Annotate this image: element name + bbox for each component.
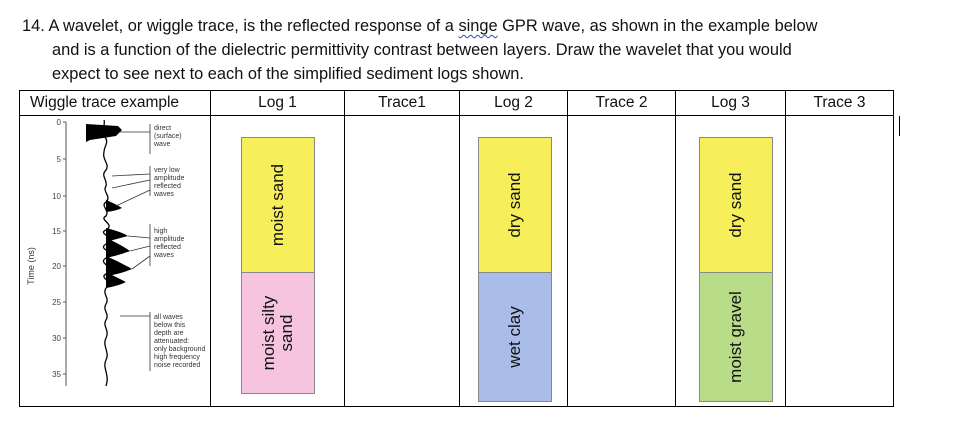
header-trace-1: Trace1 — [344, 90, 460, 116]
note-atten-3: depth are — [154, 330, 184, 337]
wiggle-example-cell: Time (ns) 0 5 10 15 20 25 30 35 — [19, 115, 211, 407]
tick-20: 20 — [52, 262, 61, 271]
log-3-bottom-layer: moist gravel — [699, 272, 773, 402]
note-low-3: reflected — [154, 183, 181, 190]
tick-0: 0 — [57, 118, 62, 127]
note-low-1: very low — [154, 167, 181, 174]
text-cursor — [899, 116, 900, 136]
annotations: direct (surface) wave very low amplitude… — [153, 125, 205, 369]
direct-wave-peak — [86, 124, 122, 142]
note-low-2: amplitude — [154, 175, 184, 182]
lobe-3 — [106, 256, 132, 276]
question-line-1-start: A wavelet, or wiggle trace, is the refle… — [48, 17, 459, 35]
note-high-3: reflected — [154, 244, 181, 251]
note-high-1: high — [154, 228, 167, 235]
tick-15: 15 — [52, 227, 61, 236]
log-3-top-label: dry sand — [726, 172, 745, 238]
log-1-bottom-layer: moist silty sand — [241, 272, 315, 394]
note-direct-1: direct — [154, 125, 171, 132]
lobe-2 — [106, 238, 130, 258]
note-atten-4: attenuated: — [154, 338, 189, 345]
lobe-5 — [106, 200, 122, 212]
log-2-top-label: dry sand — [505, 172, 524, 238]
question-text: 14. A wavelet, or wiggle trace, is the r… — [22, 14, 922, 86]
header-log-3: Log 3 — [675, 90, 786, 116]
tick-5: 5 — [57, 155, 62, 164]
note-high-4: waves — [153, 252, 174, 259]
time-axis-label: Time (ns) — [26, 247, 36, 285]
log-3-bottom-label: moist gravel — [726, 291, 745, 383]
note-high-2: amplitude — [154, 236, 184, 243]
question-line-1: 14. A wavelet, or wiggle trace, is the r… — [22, 14, 922, 38]
lobe-1 — [106, 228, 128, 242]
note-atten-7: noise recorded — [154, 362, 200, 369]
header-wiggle-example: Wiggle trace example — [19, 90, 211, 116]
log-2-bottom-label: wet clay — [505, 306, 524, 368]
note-atten-2: below this — [154, 322, 186, 329]
spelling-error-word[interactable]: singe — [458, 17, 498, 35]
header-row: Wiggle trace example Log 1 Trace1 Log 2 … — [19, 90, 894, 116]
annotation-lines — [111, 124, 151, 371]
question-line-3: expect to see next to each of the simpli… — [52, 65, 524, 83]
log-3-top-layer: dry sand — [699, 137, 773, 273]
tick-10: 10 — [52, 192, 61, 201]
note-low-4: waves — [153, 191, 174, 198]
trace-3-cell[interactable] — [785, 115, 894, 407]
note-atten-6: high frequency — [154, 354, 200, 361]
trace-1-cell[interactable] — [344, 115, 460, 407]
worksheet-table: Wiggle trace example Log 1 Trace1 Log 2 … — [19, 90, 894, 407]
trace-2-cell[interactable] — [567, 115, 676, 407]
question-line-1-end: GPR wave, as shown in the example below — [497, 17, 818, 35]
note-atten-5: only background — [154, 346, 205, 353]
content-row: Time (ns) 0 5 10 15 20 25 30 35 — [19, 115, 894, 407]
header-log-1: Log 1 — [210, 90, 345, 116]
log-2-cell: dry sand wet clay — [459, 115, 568, 407]
note-direct-2: (surface) — [154, 133, 182, 140]
lobe-4 — [106, 272, 126, 288]
note-direct-3: wave — [153, 141, 170, 148]
tick-25: 25 — [52, 298, 61, 307]
log-1-top-layer: moist sand — [241, 137, 315, 273]
wiggle-trace-figure: Time (ns) 0 5 10 15 20 25 30 35 — [26, 118, 205, 387]
log-3-cell: dry sand moist gravel — [675, 115, 786, 407]
tick-35: 35 — [52, 370, 61, 379]
time-axis-ticks: 0 5 10 15 20 25 30 35 — [52, 118, 66, 379]
header-log-2: Log 2 — [459, 90, 568, 116]
log-1-top-label: moist sand — [268, 163, 287, 247]
question-number: 14. — [22, 17, 45, 35]
log-2-bottom-layer: wet clay — [478, 272, 552, 402]
log-2-top-layer: dry sand — [478, 137, 552, 273]
tick-30: 30 — [52, 334, 61, 343]
header-trace-3: Trace 3 — [785, 90, 894, 116]
log-1-bottom-label: moist silty sand — [259, 295, 296, 371]
header-trace-2: Trace 2 — [567, 90, 676, 116]
log-1-cell: moist sand moist silty sand — [210, 115, 345, 407]
question-line-2: and is a function of the dielectric perm… — [52, 41, 792, 59]
note-atten-1: all waves — [154, 314, 183, 321]
